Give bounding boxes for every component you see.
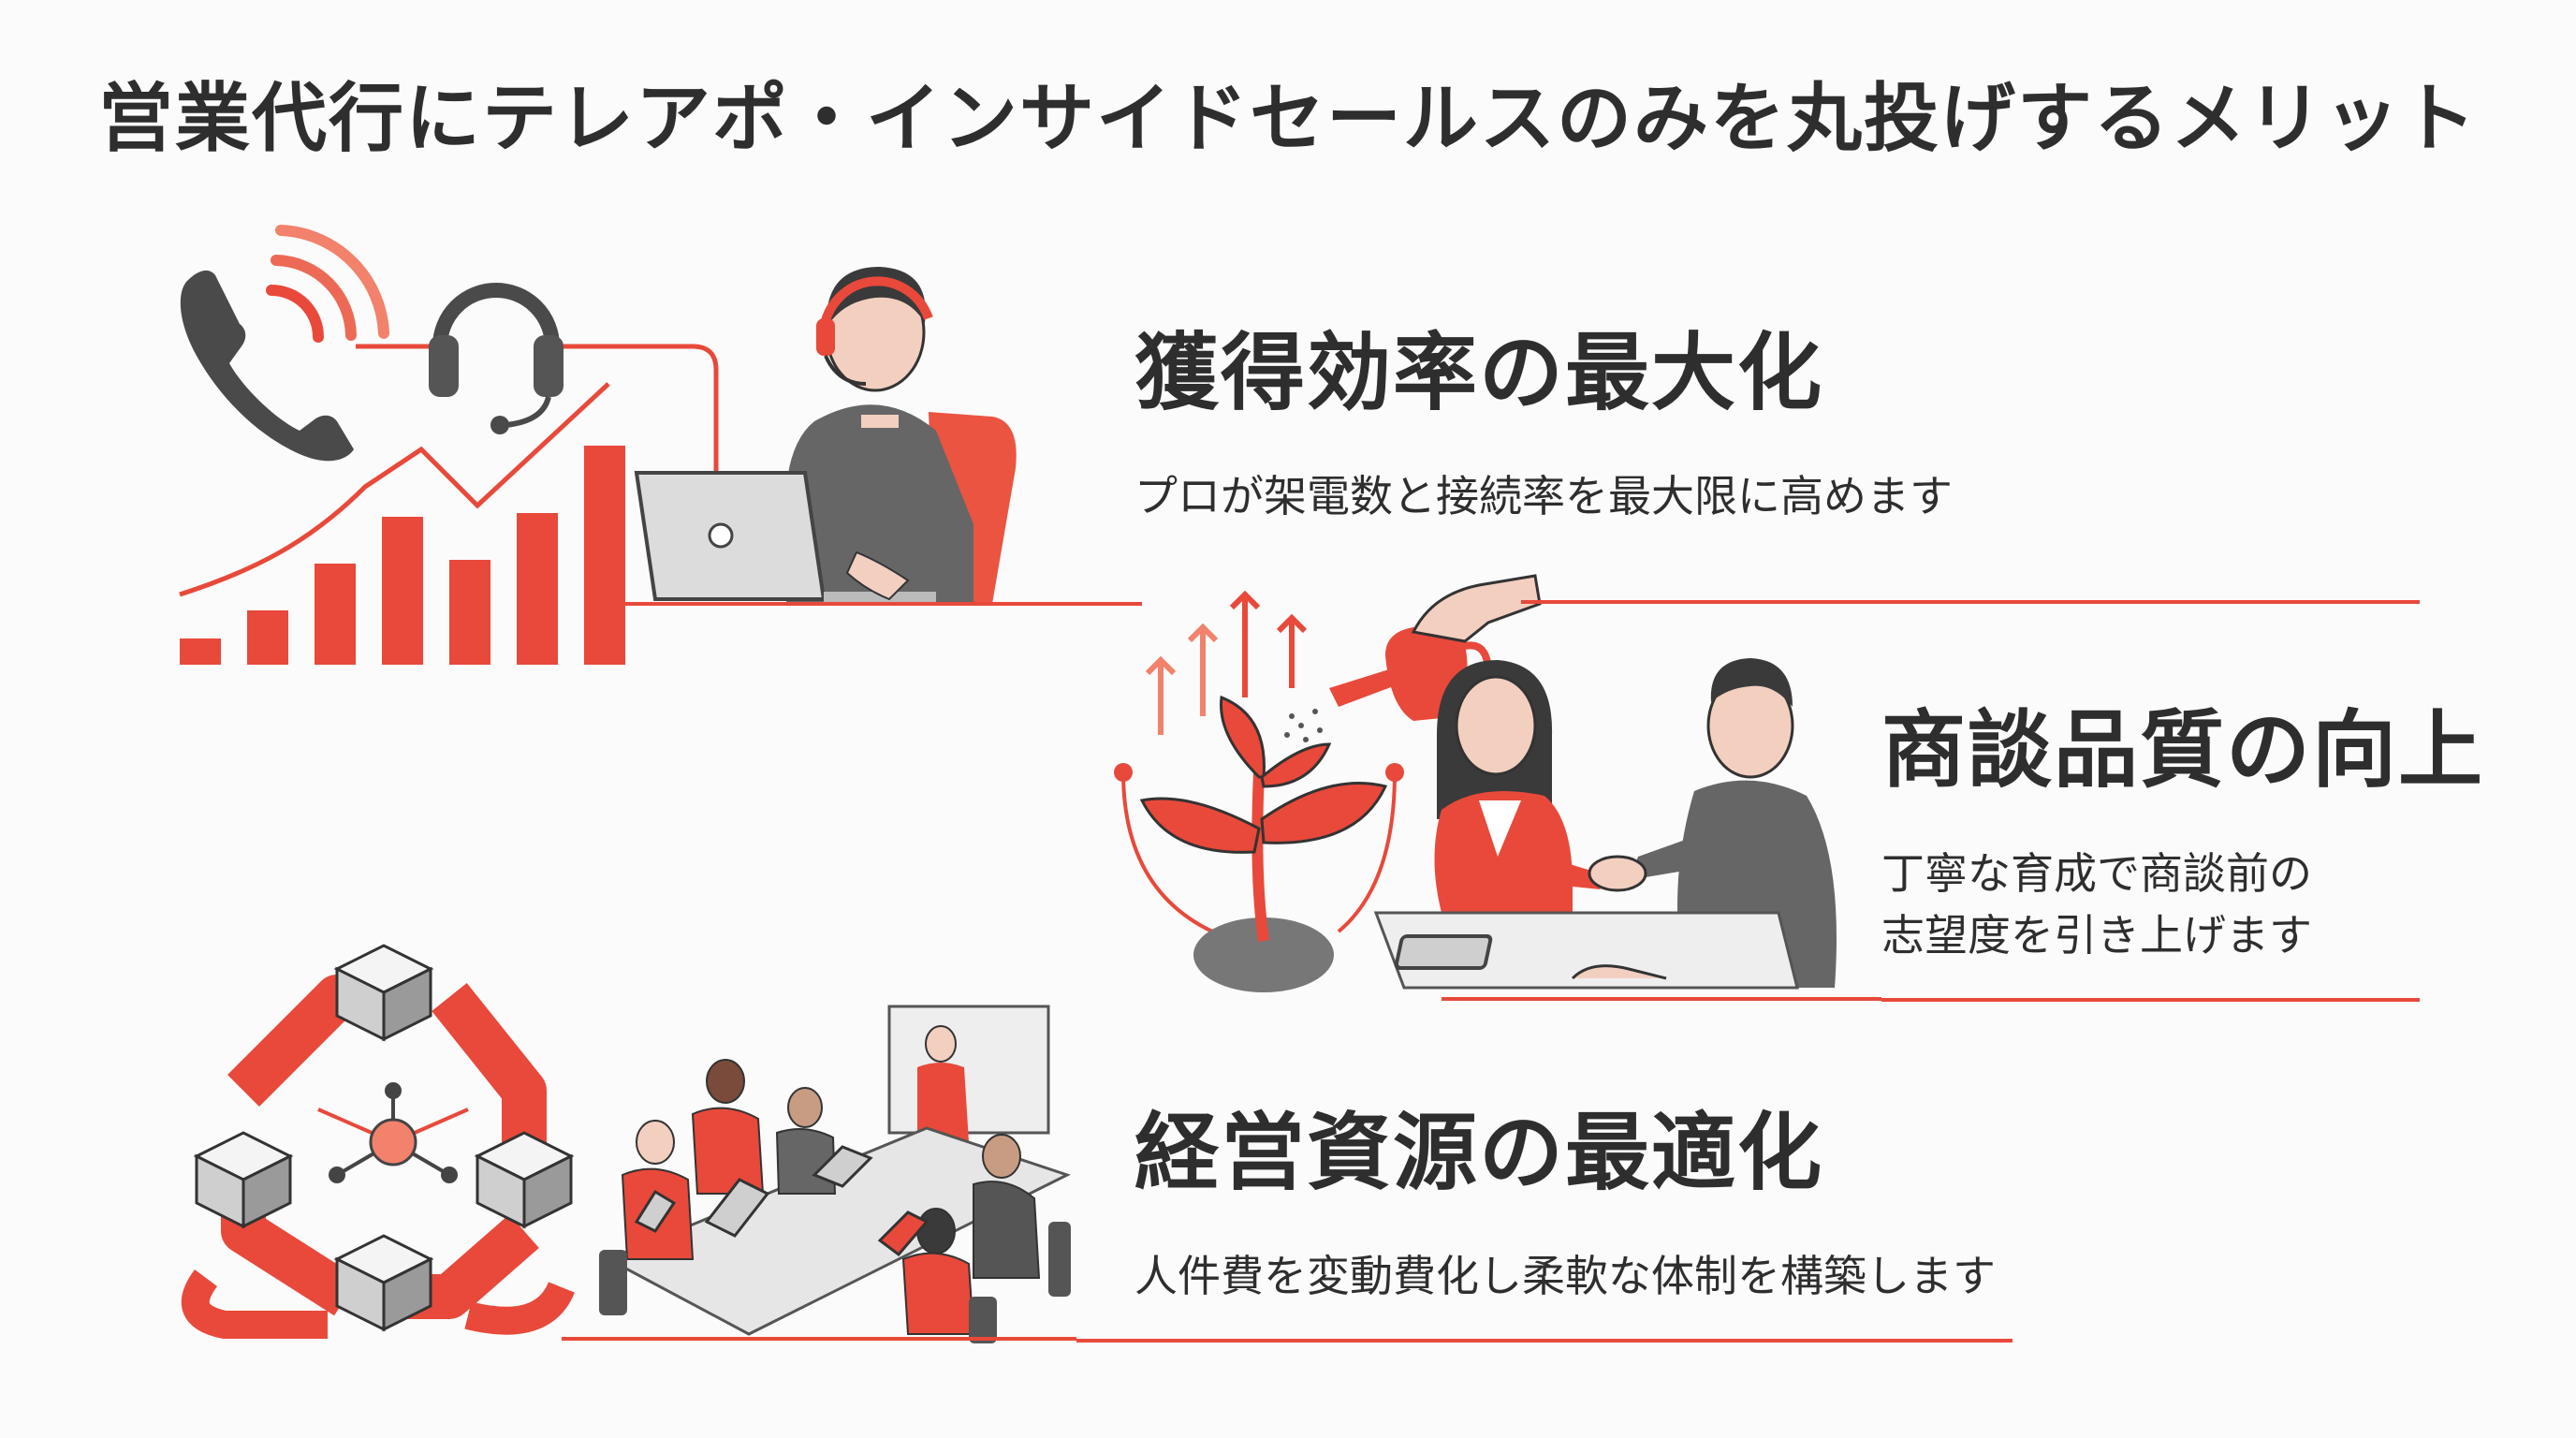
- benefit-description-line: 丁寧な育成で商談前の: [1881, 848, 2312, 899]
- benefit-heading: 商談品質の向上: [1881, 701, 2484, 800]
- operator-illustration: [634, 267, 1017, 604]
- divider-line: [1881, 998, 2420, 1002]
- page-title: 営業代行にテレアポ・インサイドセールスのみを丸投げするメリット: [98, 75, 2478, 162]
- acquisition-illustration: [179, 225, 1142, 665]
- resource-illustration: [181, 944, 1076, 1343]
- sprout-icon: [1139, 695, 1388, 992]
- tablet-icon: [1394, 934, 1493, 970]
- growth-arrows-icon: [1145, 590, 1308, 735]
- network-hub-icon: [181, 944, 575, 1339]
- benefit-resource-optimization: 経営資源の最適化 人件費を変動費化し柔軟な体制を構築します: [1134, 1084, 1996, 1307]
- benefit-heading: 経営資源の最適化: [1134, 1104, 1823, 1202]
- phone-icon: [180, 225, 389, 462]
- benefit-description: 人件費を変動費化し柔軟な体制を構築します: [1134, 1251, 1996, 1301]
- benefit-description-line: 志望度を引き上げます: [1881, 910, 2312, 961]
- benefit-acquisition-efficiency: 獲得効率の最大化 プロが架電数と接続率を最大限に高めます: [1134, 304, 1953, 527]
- divider-line: [1521, 600, 2420, 604]
- headset-icon: [429, 283, 564, 434]
- team-meeting-illustration: [599, 1005, 1071, 1343]
- bar-chart-icon: [179, 382, 625, 665]
- divider-line: [1076, 1339, 2012, 1343]
- benefit-description: 丁寧な育成で商談前の 志望度を引き上げます: [1881, 843, 2484, 966]
- quality-illustration: [1114, 574, 1881, 1001]
- handshake-illustration: [1373, 658, 1837, 990]
- benefit-meeting-quality: 商談品質の向上 丁寧な育成で商談前の 志望度を引き上げます: [1881, 682, 2484, 966]
- benefit-description: プロが架電数と接続率を最大限に高めます: [1134, 471, 1953, 521]
- benefit-heading: 獲得効率の最大化: [1134, 324, 1823, 422]
